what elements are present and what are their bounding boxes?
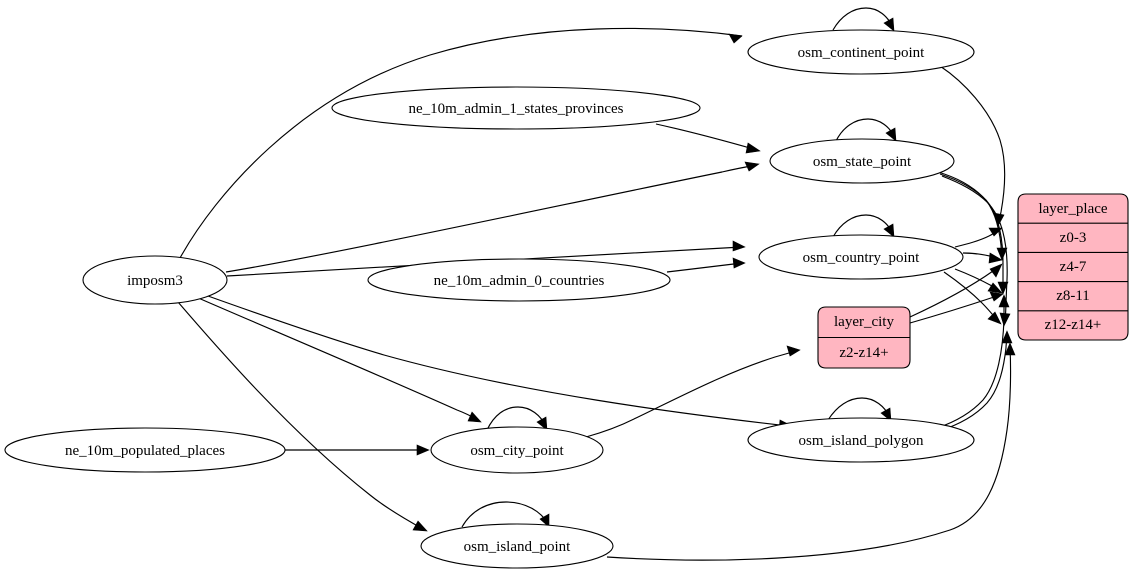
- edge-self-osm_state_point: [835, 118, 897, 142]
- node-osm_city_point[interactable]: osm_city_point: [430, 426, 604, 474]
- node-ne_10m_populated_places[interactable]: ne_10m_populated_places: [4, 427, 286, 473]
- edge-ne_10m_admin_0_countries-to-osm_country_point: [666, 257, 746, 273]
- edge-imposm3-to-osm_continent_point: [179, 27, 743, 259]
- edge-self-osm_island_point: [461, 501, 550, 528]
- edge-layer_city-to-layer_place-z4-7: [909, 263, 1003, 318]
- edge-imposm3-to-osm_state_point: [225, 161, 760, 273]
- edge-osm_country_point-to-layer_place-z8-11: [954, 268, 1003, 294]
- edge-osm_city_point-to-layer_city-z2-z14: [585, 345, 801, 438]
- layer_place-outline: [1017, 193, 1129, 341]
- edge-osm_country_point-to-layer_place-z0-3: [954, 227, 1003, 248]
- edge-self-osm_country_point: [832, 214, 895, 238]
- node-osm_continent_point[interactable]: osm_continent_point: [747, 29, 975, 75]
- edge-osm_country_point-to-layer_place-z4-7: [962, 252, 1003, 264]
- edge-self-osm_continent_point: [832, 7, 895, 32]
- edge-imposm3-to-osm_city_point: [195, 296, 482, 423]
- node-ne_10m_admin_0_countries[interactable]: ne_10m_admin_0_countries: [367, 258, 671, 302]
- edge-osm_island_point-to-layer_place-z12-z14: [606, 342, 1016, 561]
- node-ne_10m_admin_1_states_provinces[interactable]: ne_10m_admin_1_states_provinces: [331, 86, 701, 130]
- edge-ne_10m_populated_places-to-osm_city_point: [285, 444, 430, 456]
- node-osm_state_point[interactable]: osm_state_point: [769, 138, 955, 184]
- record-layer_place[interactable]: layer_place z0-3 z4-7 z8-11 z12-z14+: [1017, 193, 1129, 341]
- edge-imposm3-to-osm_island_polygon: [207, 295, 793, 431]
- record-layer_city[interactable]: layer_city z2-z14+: [817, 306, 911, 369]
- record-layer: layer_place z0-3 z4-7 z8-11 z12-z14+ lay…: [817, 193, 1129, 369]
- node-osm_island_polygon[interactable]: osm_island_polygon: [747, 417, 975, 463]
- node-osm_country_point[interactable]: osm_country_point: [758, 234, 964, 280]
- node-imposm3[interactable]: imposm3: [82, 255, 228, 305]
- edge-ne_10m_admin_1_states_provinces-to-osm_state_point: [655, 123, 761, 154]
- edge-imposm3-to-osm_island_point: [177, 301, 428, 532]
- edge-osm_continent_point-to-layer_place-z0-3: [939, 65, 1006, 227]
- edge-self-osm_city_point: [486, 406, 548, 431]
- edge-osm_island_polygon-to-layer_place-z8-11: [936, 294, 1010, 429]
- node-osm_island_point[interactable]: osm_island_point: [420, 523, 614, 569]
- edge-layer_city-to-layer_place-z8-11: [909, 291, 1004, 324]
- node-layer: imposm3 ne_10m_admin_1_states_provinces …: [4, 29, 975, 569]
- edge-self-osm_island_polygon: [827, 397, 892, 422]
- edge-osm_island_polygon-to-layer_place-z12-z14: [938, 330, 1013, 432]
- edge-osm_country_point-to-layer_place-z12-z14: [943, 271, 1002, 325]
